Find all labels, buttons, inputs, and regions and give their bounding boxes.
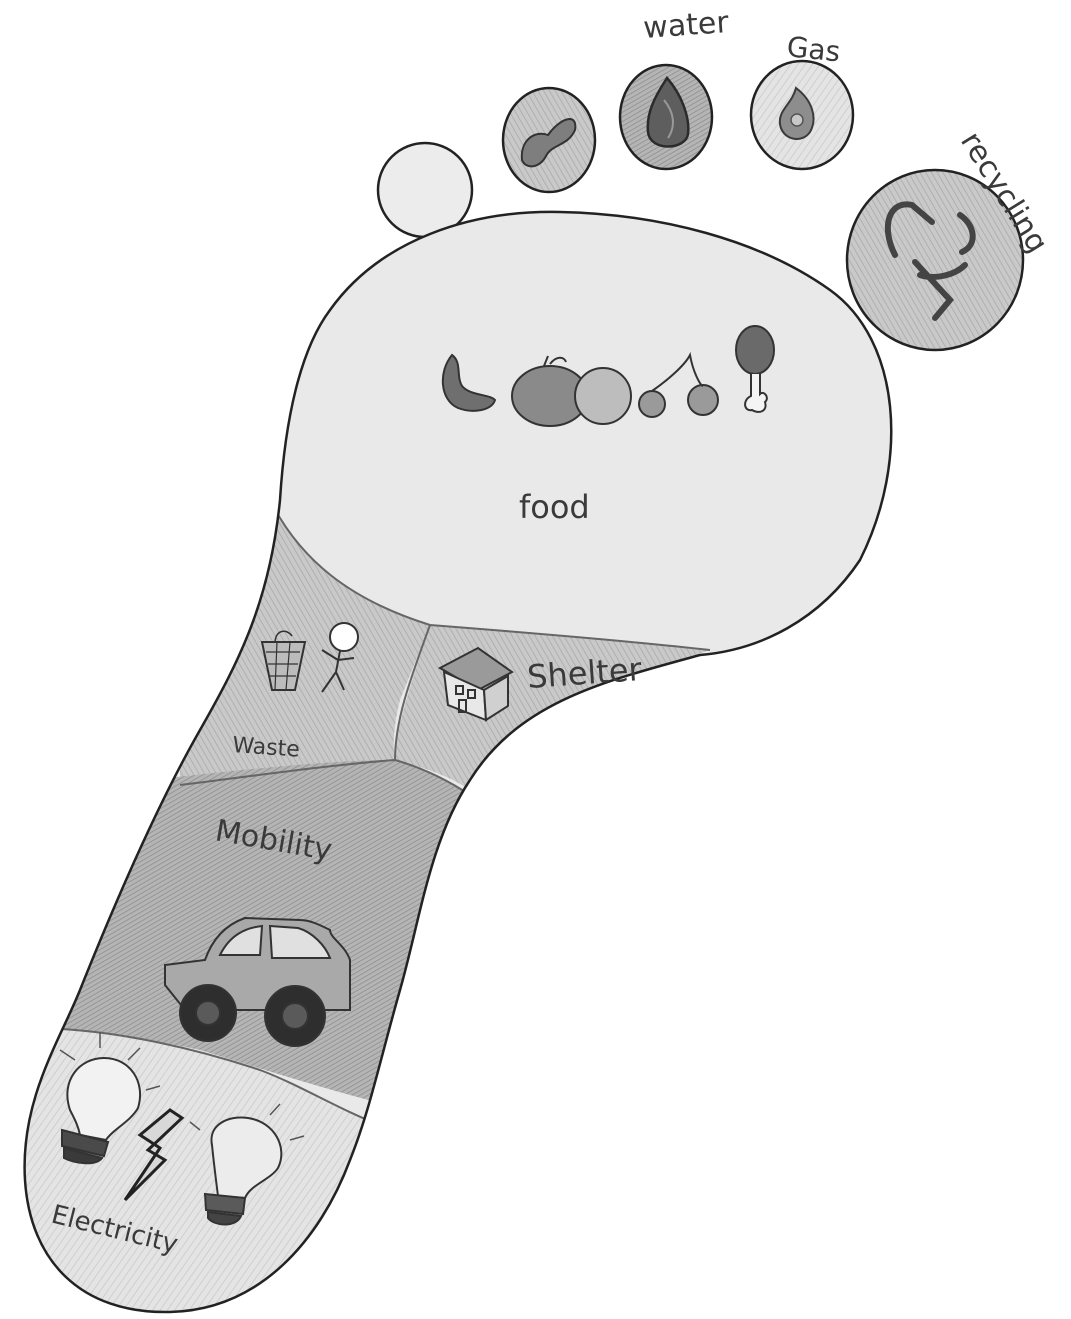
toe-empty: [378, 143, 472, 237]
region-shelter: [395, 625, 710, 790]
toe-water: [620, 65, 712, 169]
toe-bean: [503, 88, 595, 192]
label-waste: Waste: [232, 733, 301, 763]
label-food: food: [519, 488, 590, 526]
label-gas: Gas: [785, 30, 842, 68]
label-shelter: Shelter: [526, 650, 644, 696]
toe-gas: [751, 61, 853, 169]
label-water: water: [642, 5, 730, 46]
orange-icon: [575, 368, 631, 424]
